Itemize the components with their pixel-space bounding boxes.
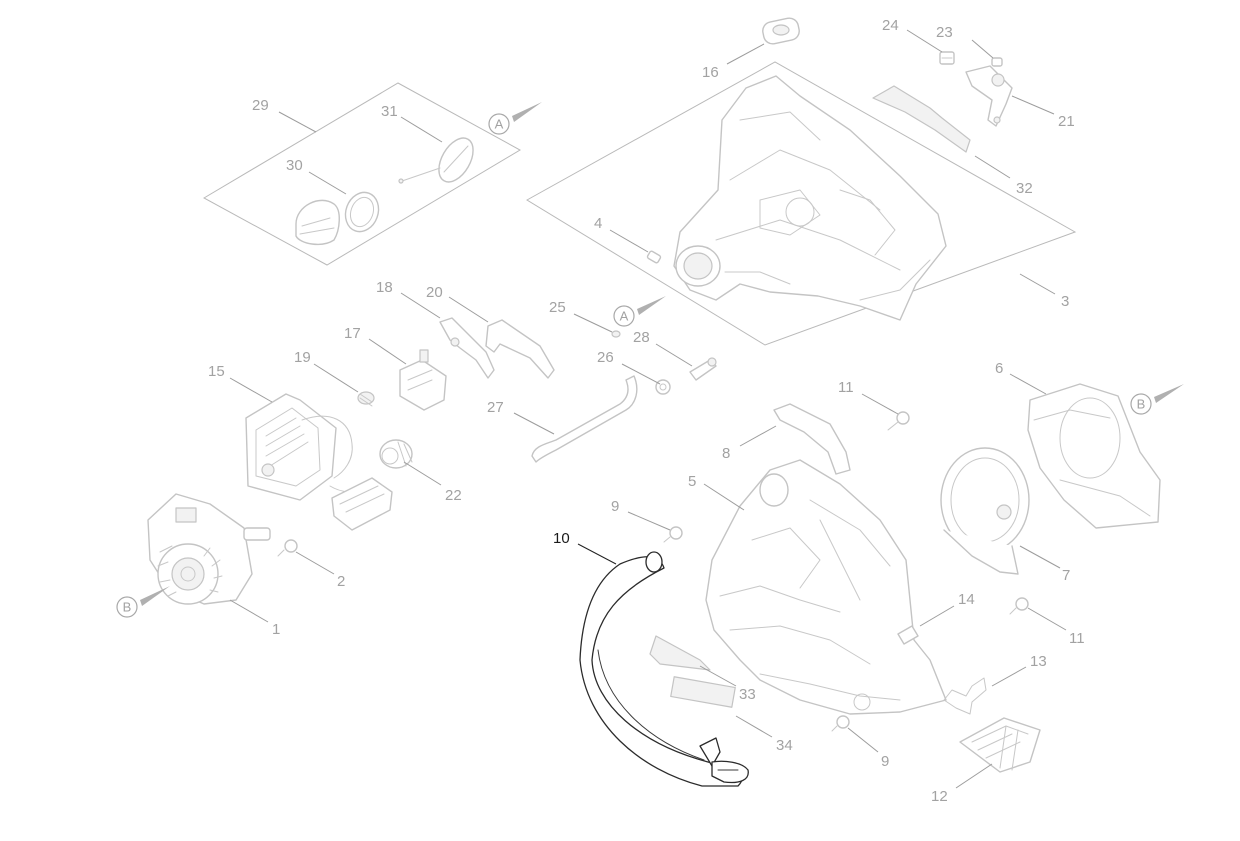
o-ring-part-30[interactable] (340, 188, 384, 237)
filter-part-31[interactable] (398, 132, 480, 188)
callout-24[interactable]: 24 (882, 17, 899, 34)
callout-4[interactable]: 4 (594, 215, 602, 232)
filter-cover-part-12[interactable] (959, 717, 1041, 773)
nozzle-part-28[interactable] (689, 357, 717, 381)
callout-27[interactable]: 27 (487, 399, 504, 416)
callout-23[interactable]: 23 (936, 24, 953, 41)
callout-33[interactable]: 33 (739, 686, 756, 703)
callout-1[interactable]: 1 (272, 621, 280, 638)
callout-9-upper[interactable]: 9 (611, 498, 619, 515)
oil-tube-part-27[interactable] (531, 375, 638, 463)
label-part-32[interactable] (872, 85, 971, 153)
clip-part-14[interactable] (897, 625, 919, 645)
bushing-part-22[interactable] (379, 439, 413, 469)
label-part-33[interactable] (649, 635, 711, 671)
cap-part-29[interactable] (295, 199, 340, 246)
screw-part-23[interactable] (991, 57, 1003, 67)
callout-22[interactable]: 22 (445, 487, 462, 504)
callout-26[interactable]: 26 (597, 349, 614, 366)
callout-11-lower[interactable]: 11 (1069, 630, 1085, 647)
nut-part-26[interactable] (655, 379, 671, 395)
callout-25[interactable]: 25 (549, 299, 566, 316)
kit-frame-3 (526, 61, 1077, 346)
callout-3[interactable]: 3 (1061, 293, 1069, 310)
callout-20[interactable]: 20 (426, 284, 443, 301)
callout-5[interactable]: 5 (688, 473, 696, 490)
grommet-part-16[interactable] (761, 16, 801, 45)
screw-part-9-lower[interactable] (831, 715, 850, 732)
motor-part-1[interactable] (147, 493, 271, 605)
switch-part-17[interactable] (399, 349, 447, 411)
callout-7[interactable]: 7 (1062, 567, 1070, 584)
throttle-lever-part-18[interactable] (439, 317, 495, 379)
ref-mark-a-lower: A (613, 296, 666, 327)
callout-2[interactable]: 2 (337, 573, 345, 590)
svg-text:B: B (1137, 397, 1146, 412)
switch-lever-part-21[interactable] (965, 65, 1013, 127)
screw-part-11-upper[interactable] (887, 411, 910, 431)
callout-19[interactable]: 19 (294, 349, 311, 366)
label-part-34[interactable] (670, 676, 736, 708)
spring-part-19[interactable] (357, 391, 375, 407)
svg-text:B: B (123, 600, 132, 615)
bracket-part-8[interactable] (773, 403, 851, 475)
svg-text:A: A (620, 309, 629, 324)
callout-9-lower[interactable]: 9 (881, 753, 889, 770)
guard-part-6[interactable] (1027, 383, 1161, 529)
pin-part-4[interactable] (646, 250, 662, 264)
controller-part-15[interactable] (245, 393, 365, 501)
callout-10[interactable]: 10 (553, 530, 570, 547)
lever-pivot (450, 337, 460, 347)
spring-wire-part-13[interactable] (943, 677, 987, 715)
ref-mark-b-left: B (116, 586, 170, 618)
clip-part-24[interactable] (939, 51, 955, 65)
callout-18[interactable]: 18 (376, 279, 393, 296)
callout-16[interactable]: 16 (702, 64, 719, 81)
housing-part-3[interactable] (673, 75, 947, 321)
ref-mark-a-upper: A (488, 102, 542, 135)
callout-8[interactable]: 8 (722, 445, 730, 462)
callout-17[interactable]: 17 (344, 325, 361, 342)
callout-30[interactable]: 30 (286, 157, 303, 174)
callout-14[interactable]: 14 (958, 591, 975, 608)
fan-cover-part-7[interactable] (940, 447, 1030, 575)
svg-text:A: A (495, 117, 504, 132)
callout-labels: 16 24 23 21 32 3 4 29 30 31 18 20 25 28 … (208, 17, 1085, 805)
callout-34[interactable]: 34 (776, 737, 793, 754)
connector-block (331, 477, 393, 531)
screw-part-11-lower[interactable] (1009, 597, 1029, 615)
lower-housing-part-5[interactable] (705, 459, 947, 715)
handle-bar-part-10[interactable] (579, 551, 749, 787)
callout-21[interactable]: 21 (1058, 113, 1075, 130)
kit-frame-29 (202, 82, 522, 266)
callout-32[interactable]: 32 (1016, 180, 1033, 197)
callout-11-upper[interactable]: 11 (838, 379, 854, 396)
callout-15[interactable]: 15 (208, 363, 225, 380)
callout-31[interactable]: 31 (381, 103, 398, 120)
callout-12[interactable]: 12 (931, 788, 948, 805)
screw-part-9-upper[interactable] (663, 526, 683, 543)
seal-part-25[interactable] (611, 330, 621, 338)
callout-29[interactable]: 29 (252, 97, 269, 114)
callout-6[interactable]: 6 (995, 360, 1003, 377)
lockout-lever-part-20[interactable] (485, 319, 555, 379)
callout-13[interactable]: 13 (1030, 653, 1047, 670)
leader-lines (229, 29, 1067, 789)
ref-mark-b-right: B (1130, 384, 1184, 415)
screw-part-2[interactable] (277, 539, 298, 557)
callout-28[interactable]: 28 (633, 329, 650, 346)
